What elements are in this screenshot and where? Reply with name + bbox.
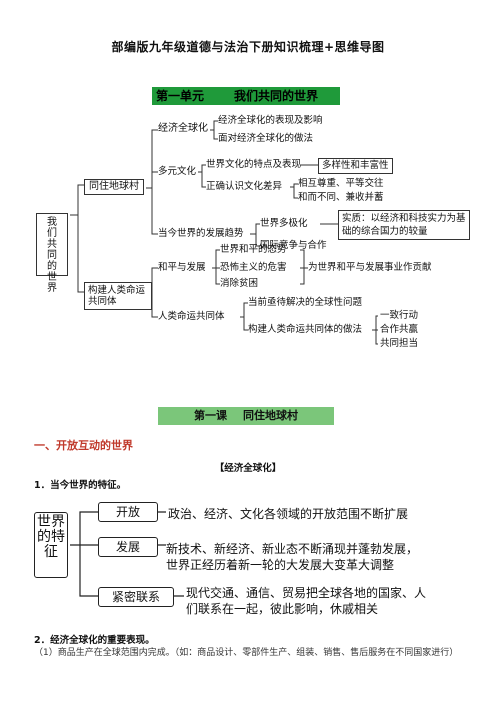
feature-link-text-2: 们联系在一起，彼此影响，休戚相关	[186, 602, 379, 616]
paragraph-1: （1）商品生产在全球范围内完成。（如：商品设计、零部件生产、组装、销售、售后服务…	[34, 648, 459, 658]
node-culture-b: 正确认识文化差异	[206, 181, 283, 192]
node-culture-a1: 多样性和丰富性	[318, 158, 393, 174]
unit-title: 我们共同的世界	[234, 89, 319, 103]
feature-open: 开放	[98, 502, 158, 522]
feature-root: 世界的特征	[34, 512, 68, 578]
node-peace-note: 为世界和平与发展事业作贡献	[308, 262, 432, 273]
feature-dev-text-1: 新技术、新经济、新业态不断涌现并蓬勃发展，	[166, 542, 419, 556]
node-peace-a: 世界和平的态势	[220, 244, 287, 255]
node-trend-a: 世界多极化	[260, 218, 308, 229]
lesson-label: 第一课	[194, 409, 227, 422]
node-fate-a: 当前亟待解决的全球性问题	[248, 297, 363, 308]
node-culture-a: 世界文化的特点及表现	[206, 159, 302, 170]
node-fate: 人类命运共同体	[158, 311, 225, 322]
node-econ-a: 经济全球化的表现及影响	[218, 115, 323, 126]
node-fate-b3: 共同担当	[380, 338, 419, 349]
unit-banner: 第一单元 我们共同的世界	[152, 87, 340, 105]
node-village: 同住地球村	[84, 179, 144, 195]
document-title: 部编版九年级道德与法治下册知识梳理+思维导图	[111, 40, 385, 54]
node-trend: 当今世界的发展趋势	[158, 228, 244, 239]
unit-label: 第一单元	[156, 89, 205, 103]
feature-link: 紧密联系	[98, 587, 174, 607]
feature-open-text: 政治、经济、文化各领域的开放范围不断扩展	[168, 507, 409, 521]
lesson-title: 同住地球村	[243, 409, 298, 422]
feature-dev-text-2: 世界正经历着新一轮的大发展大变革大调整	[166, 558, 395, 572]
mindmap-root: 我们共同的世界	[36, 213, 68, 294]
feature-link-text-1: 现代交通、通信、贸易把全球各地的国家、人	[186, 586, 427, 600]
question-2: 2．经济全球化的重要表现。	[34, 635, 155, 646]
subsection-heading: 【经济全球化】	[214, 463, 282, 474]
node-fate-b1: 一致行动	[380, 310, 419, 321]
node-peace: 和平与发展	[158, 262, 206, 273]
node-fate-b2: 合作共赢	[380, 324, 419, 335]
node-econ-b: 面对经济全球化的做法	[218, 133, 314, 144]
question-1: 1．当今世界的特征。	[34, 480, 127, 491]
node-trend-b: 国际竞争与合作	[260, 240, 327, 251]
lesson-banner: 第一课 同住地球村	[158, 407, 334, 425]
node-peace-c: 消除贫困	[220, 278, 259, 289]
node-community: 构建人类命运共同体	[84, 282, 152, 310]
node-peace-b: 恐怖主义的危害	[220, 262, 287, 273]
node-fate-b: 构建人类命运共同体的做法	[248, 324, 363, 335]
node-culture-b1: 相互尊重、平等交往	[298, 178, 384, 189]
mindmap-root-label: 我们共同的世界	[47, 217, 57, 294]
feature-dev: 发展	[98, 537, 158, 557]
node-culture: 多元文化	[158, 166, 197, 177]
node-econ: 经济全球化	[158, 123, 208, 134]
node-culture-b2: 和而不同、兼收并蓄	[298, 192, 384, 203]
section-title: 一、开放互动的世界	[34, 439, 133, 452]
node-trend-note: 实质：以经济和科技实力为基础的综合国力的较量	[338, 210, 470, 240]
